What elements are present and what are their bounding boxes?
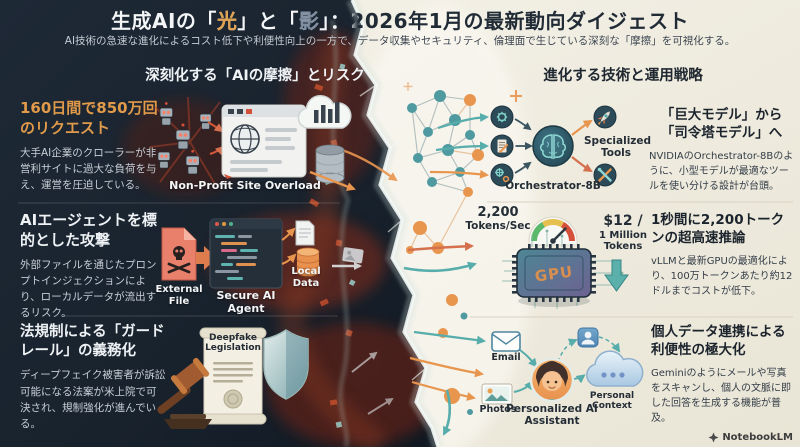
- left-item-1-title: 160日間で850万回のリクエスト: [20, 99, 158, 137]
- right-item-3: 個人データ連携による利便性の極大化 Geminiのようにメールや写真をスキャンし…: [651, 324, 794, 426]
- skull-icon: [167, 246, 191, 274]
- label-photos: Photos: [479, 404, 517, 415]
- speed-gauge-icon: [528, 216, 578, 246]
- label-external-file: External File: [155, 284, 203, 307]
- left-item-2-title: AIエージェントを標的とした攻撃: [20, 211, 157, 249]
- label-email: Email: [491, 352, 521, 363]
- label-nonprofit-overload: Non-Profit Site Overload: [169, 179, 321, 192]
- code-lines: [215, 235, 258, 280]
- left-item-3-title: 法規制による「ガードレール」の義務化: [20, 324, 165, 360]
- document-icon: [295, 220, 315, 246]
- leak-arrows: [281, 227, 297, 265]
- gpu-chip-icon: GPU: [512, 244, 596, 302]
- token-price-value: $12 /: [603, 213, 643, 229]
- code-editor-icon: [209, 218, 283, 289]
- title-segment: 生成AIの「: [110, 9, 217, 33]
- request-arrows: [207, 121, 225, 156]
- right-item-2-body: vLLMと最新GPUの最適化により、100万トークンあたり約12ドルまでコストが…: [651, 255, 793, 297]
- crawler-overload-illustration: [150, 94, 356, 191]
- scroll-icon: [199, 327, 267, 425]
- gears-icon: [490, 163, 514, 187]
- flow-arrows: [332, 112, 489, 436]
- brand-footer: NotebookLM: [708, 432, 793, 443]
- photos-icon: [481, 383, 513, 405]
- rocket-icon: [593, 105, 617, 129]
- right-item-2: 1秒間に2,200トークンの超高速推論 vLLMと最新GPUの最適化により、10…: [651, 212, 794, 299]
- left-item-1-body: 大手AI企業のクローラーが非営利サイトに過大な負荷を与え、運営を圧迫している。: [20, 146, 157, 192]
- gavel-icon: [157, 357, 212, 429]
- email-icon: [491, 331, 521, 352]
- title-segment: 」：2026年1月の最新動向ダイジェスト: [319, 9, 689, 33]
- assistant-illustration: [481, 327, 644, 405]
- globe-icon: [230, 124, 260, 154]
- cost-down-arrow: [604, 259, 629, 292]
- injection-arrow: [196, 246, 217, 270]
- person-icon: [577, 327, 599, 348]
- database-icon: [315, 144, 345, 184]
- right-item-1-title: 「巨大モデル」から「司令塔モデル」へ: [660, 107, 783, 141]
- title-hikari: 光: [216, 9, 238, 33]
- label-token-speed: 2,200 Tokens/Sec: [462, 205, 534, 232]
- left-item-2-body: 外部ファイルを通じたプロンプトインジェクションにより、ローカルデータが流出するリ…: [20, 258, 157, 320]
- right-item-2-title: 1秒間に2,200トークンの超高速推論: [651, 212, 785, 246]
- label-local-data: Local Data: [291, 266, 321, 289]
- left-item-3-body: ディープフェイク被害者が訴訟可能になる法案が米上院で可決され、規制強化が進んでい…: [20, 369, 166, 431]
- gpu-chip-label: GPU: [534, 262, 575, 285]
- orchestrator-brain-icon: [532, 125, 574, 167]
- token-price-unit: 1 Million Tokens: [598, 229, 648, 252]
- left-item-2: AIエージェントを標的とした攻撃 外部ファイルを通じたプロンプトインジェクション…: [20, 211, 160, 322]
- cloud-traffic-icon: [297, 94, 352, 129]
- label-personal-context: Personal Context: [589, 391, 635, 412]
- flying-photo-icon: [342, 247, 364, 264]
- token-speed-value: 2,200: [477, 205, 519, 220]
- right-item-3-body: Geminiのようにメールや写真をスキャンし、個人の文脈に即した回答を生成する機…: [651, 367, 791, 424]
- personal-context-cloud-icon: [586, 350, 644, 387]
- right-item-3-title: 個人データ連携による利便性の極大化: [651, 324, 786, 358]
- orchestrator-illustration: [490, 105, 617, 187]
- left-section-heading: 深刻化する「AIの摩擦」とリスク: [145, 68, 365, 84]
- shield-icon: [263, 329, 309, 400]
- label-deepfake-legislation: Deepfake Legislation: [205, 333, 261, 354]
- title-segment: 」と「: [237, 9, 299, 33]
- right-section-heading: 進化する技術と運用戦略: [543, 68, 703, 84]
- tools-icon: [593, 163, 617, 187]
- notebooklm-logo-icon: [708, 432, 719, 443]
- right-item-1: 「巨大モデル」から「司令塔モデル」へ NVIDIAのOrchestrator-8…: [649, 107, 794, 194]
- page-title: 生成AIの「光」と「影」：2026年1月の最新動向ダイジェスト: [0, 5, 800, 34]
- inference-illustration: GPU: [502, 216, 629, 309]
- local-database-icon: [296, 247, 320, 277]
- label-assistant: Personalized AI Assistant: [506, 403, 598, 427]
- label-token-price: $12 / 1 Million Tokens: [596, 213, 650, 252]
- robot-swarm-icon: [157, 102, 212, 175]
- brand-name: NotebookLM: [722, 432, 793, 443]
- browser-window-icon: [221, 104, 307, 179]
- label-orchestrator: Orchestrator-8B: [505, 180, 601, 192]
- gear-icon: [490, 105, 514, 129]
- memo-icon: [490, 134, 514, 158]
- tear-line: [329, 0, 444, 447]
- section-dividers: [18, 201, 793, 318]
- title-kage: 影: [298, 9, 320, 33]
- page-subtitle: AI技術の急速な進化によるコスト低下や利便性向上の一方で、データ収集やセキュリテ…: [0, 33, 800, 48]
- external-file-icon: [161, 227, 197, 281]
- label-secure-agent: Secure AI Agent: [216, 289, 276, 315]
- left-item-1: 160日間で850万回のリクエスト 大手AI企業のクローラーが非営利サイトに過大…: [20, 99, 158, 193]
- label-specialized-tools: Specialized Tools: [584, 135, 652, 159]
- right-item-1-body: NVIDIAのOrchestrator-8Bのように、小型モデルが最適なツールを…: [649, 150, 794, 192]
- token-speed-unit: Tokens/Sec: [465, 219, 531, 232]
- legislation-illustration: [157, 327, 309, 429]
- left-item-3: 法規制による「ガードレール」の義務化 ディープフェイク被害者が訴訟可能になる法案…: [20, 323, 166, 432]
- assistant-avatar: [529, 357, 575, 403]
- agent-attack-illustration: [161, 218, 320, 289]
